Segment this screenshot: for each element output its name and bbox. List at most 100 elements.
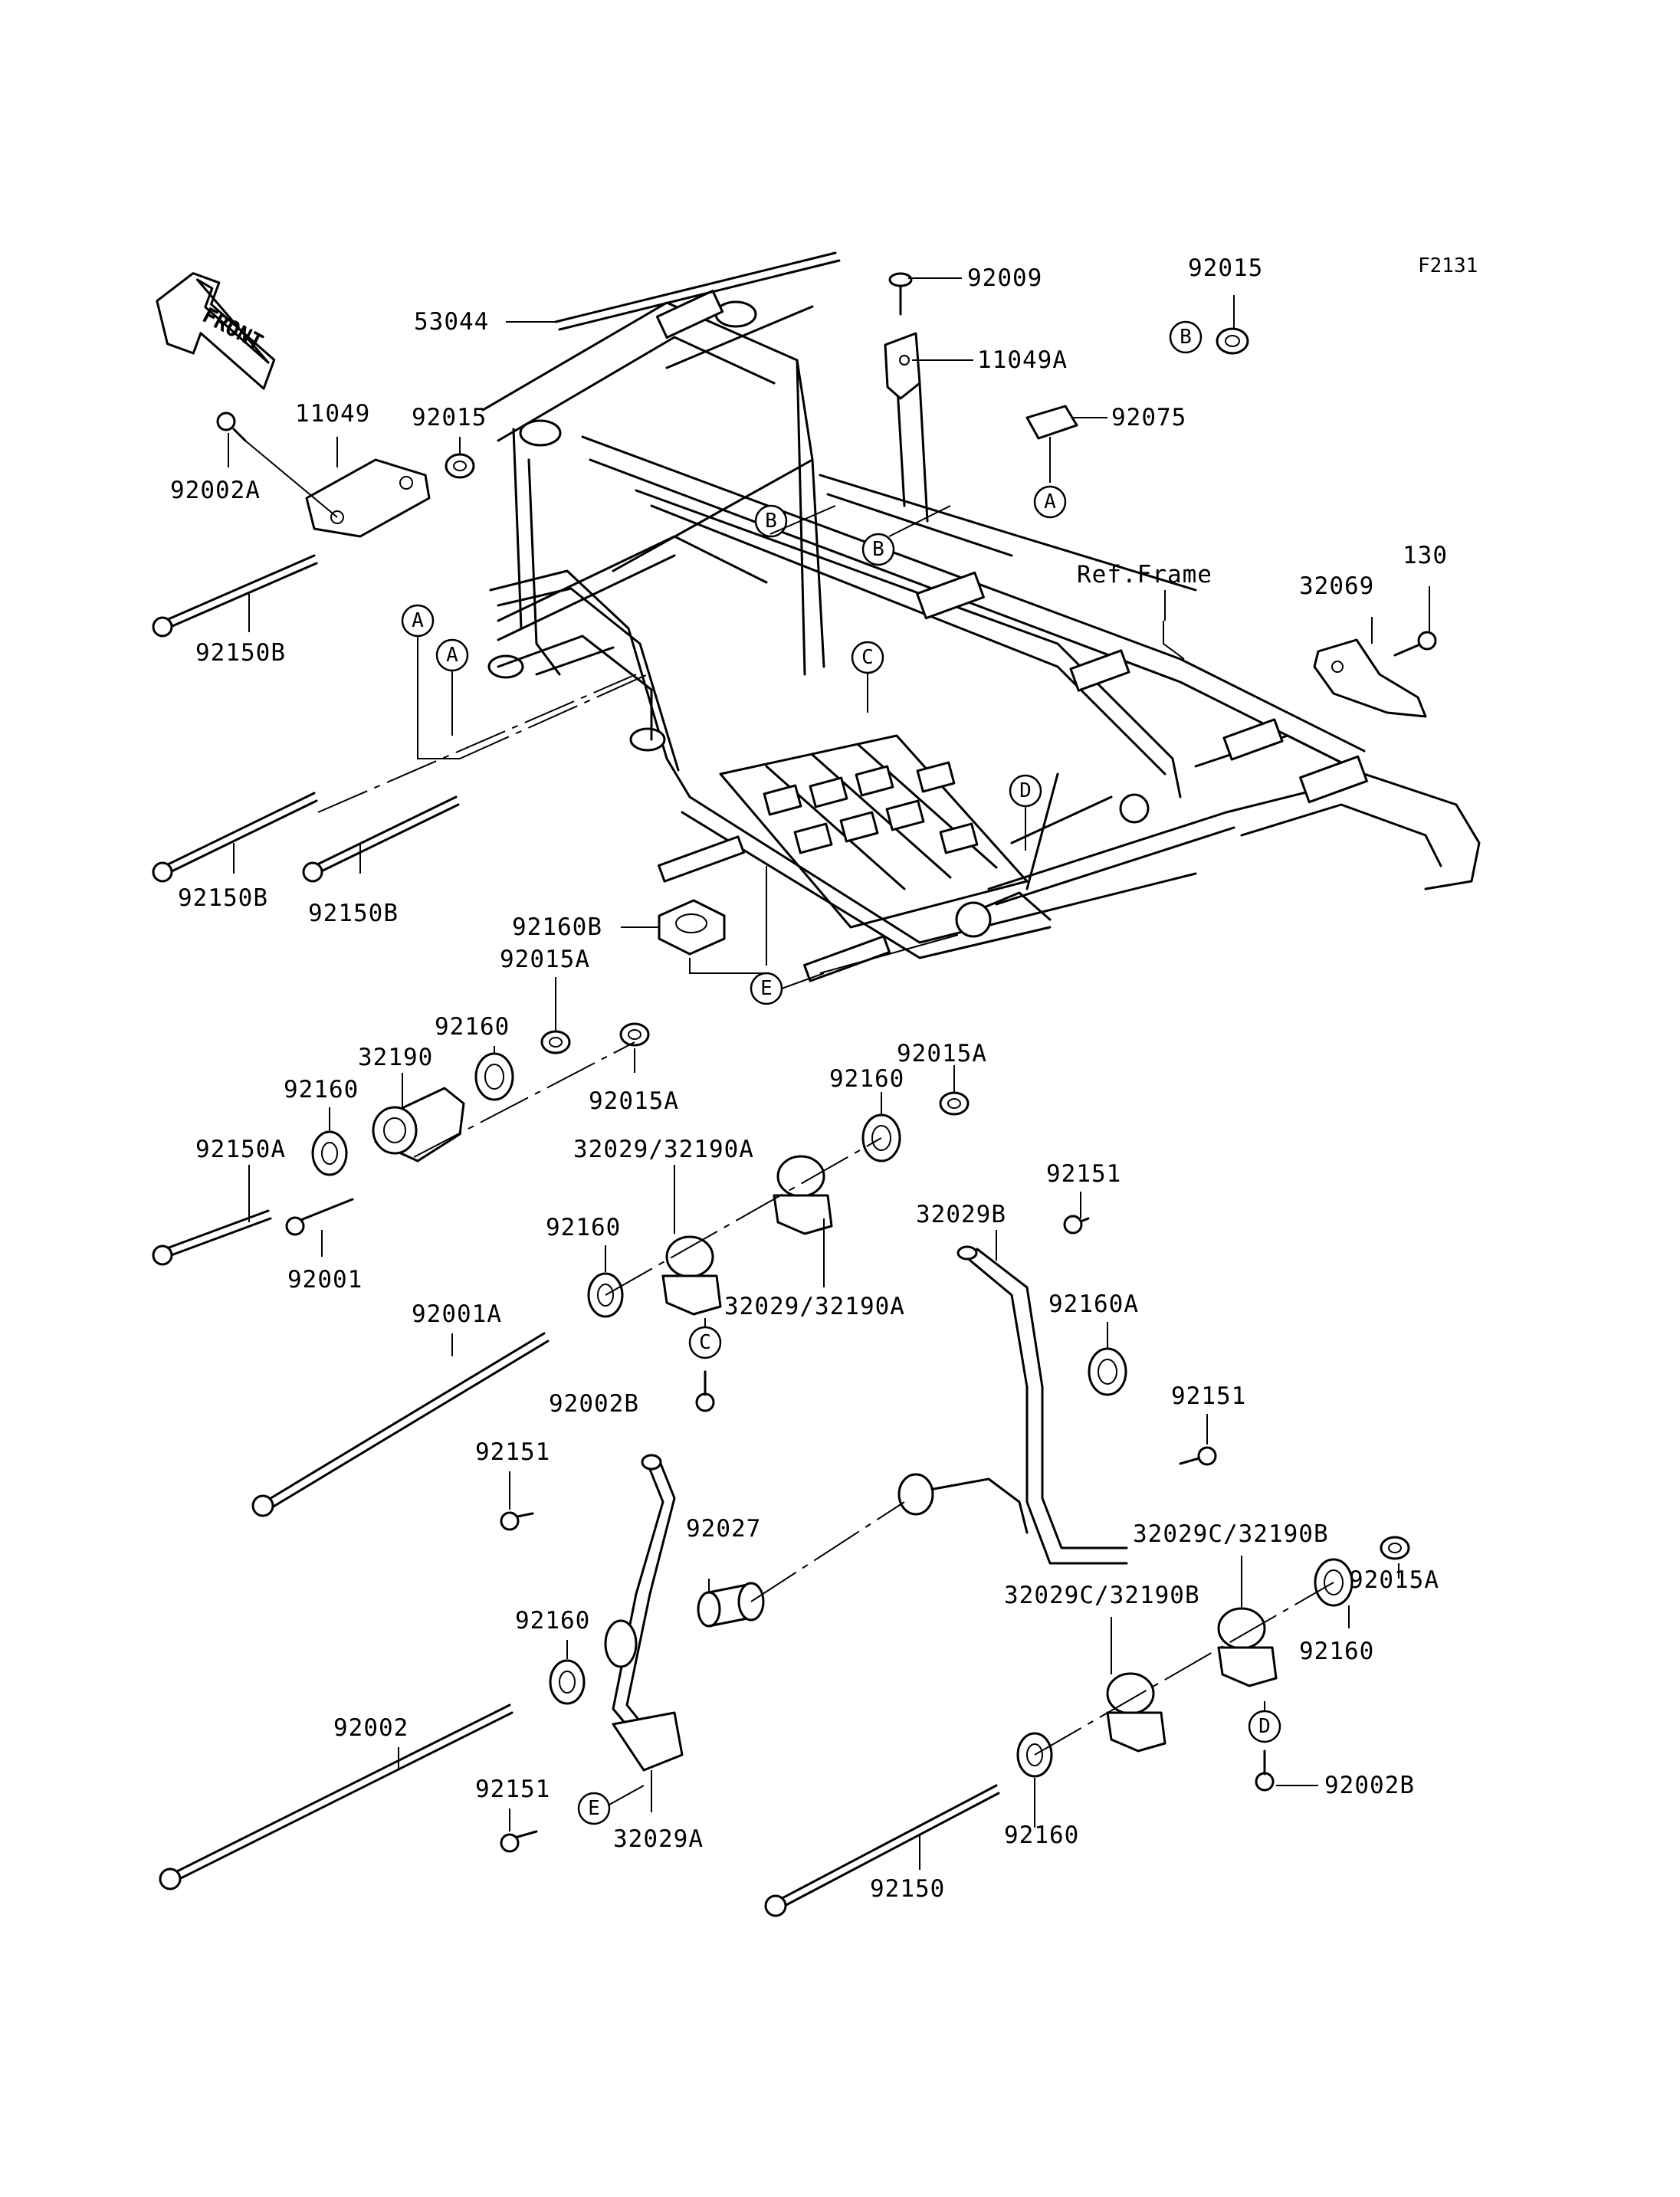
label-92015A: 92015A — [589, 1087, 679, 1115]
svg-text:E: E — [760, 977, 773, 1000]
bracket-32029A — [604, 1454, 684, 1772]
bushing-92160-1 — [474, 1052, 514, 1101]
svg-text:A: A — [412, 609, 424, 632]
bolt-92150B-3 — [302, 795, 460, 883]
nut-92015A-4 — [1380, 1536, 1410, 1560]
mount-32029C-32190B-2 — [1106, 1672, 1166, 1753]
bolt-92002 — [159, 1703, 514, 1890]
label-92001A: 92001A — [412, 1300, 502, 1328]
label-92009: 92009 — [967, 264, 1042, 292]
label-32029-32190A: 32029/32190A — [724, 1293, 905, 1320]
ref-mark-D-2: D — [1248, 1710, 1281, 1743]
svg-text:E: E — [588, 1797, 600, 1820]
ref-mark-B-1: B — [1169, 320, 1203, 354]
bolt-92001 — [285, 1198, 354, 1236]
nut-92015-left — [445, 453, 475, 479]
label-92160B: 92160B — [512, 913, 602, 941]
bracket-32029B — [897, 1245, 1128, 1565]
svg-text:A: A — [446, 644, 458, 667]
label-92015A: 92015A — [1349, 1566, 1439, 1594]
label-92015: 92015 — [412, 404, 487, 431]
bushing-92160-5 — [549, 1659, 586, 1705]
label-92015: 92015 — [1188, 254, 1263, 282]
label-32029C-32190B: 32029C/32190B — [1133, 1520, 1329, 1548]
bracket-11049A — [884, 332, 921, 400]
nut-92015A-3 — [939, 1091, 970, 1116]
bolt-92150 — [764, 1784, 1000, 1917]
svg-text:D: D — [1019, 779, 1032, 802]
label-53044: 53044 — [414, 308, 489, 336]
svg-text:B: B — [872, 538, 884, 561]
ref-mark-D-1: D — [1009, 774, 1042, 808]
label-11049: 11049 — [295, 400, 370, 428]
diagram-code: F2131 — [1418, 254, 1478, 277]
mount-32190 — [372, 1087, 465, 1162]
bracket-32069 — [1313, 638, 1427, 718]
bolt-92009 — [888, 272, 913, 316]
pad-92160B — [658, 899, 726, 956]
label-92151: 92151 — [1171, 1382, 1246, 1410]
label-92151: 92151 — [475, 1438, 550, 1466]
nut-92015-top — [1216, 327, 1249, 355]
label-32069: 32069 — [1299, 572, 1374, 600]
label-92150B: 92150B — [308, 900, 399, 927]
ref-mark-E-1: E — [750, 972, 783, 1005]
ref-frame-label: Ref.Frame — [1077, 561, 1212, 589]
leader-lines — [228, 277, 1430, 1870]
bolt-92151-1 — [1063, 1215, 1090, 1235]
bolt-92151-2 — [1179, 1446, 1217, 1466]
ref-mark-A-1: A — [1033, 485, 1067, 519]
bolt-92150B-2 — [152, 792, 318, 883]
nut-92015A-1 — [540, 1030, 571, 1054]
svg-text:B: B — [765, 510, 777, 533]
bolt-130 — [1393, 631, 1437, 657]
label-130: 130 — [1403, 542, 1448, 569]
mount-32029-32190A-2 — [661, 1235, 722, 1316]
label-92160: 92160 — [1004, 1822, 1079, 1849]
bolt-92001A — [251, 1332, 550, 1517]
ref-mark-E-2: E — [577, 1792, 611, 1825]
label-92015A: 92015A — [897, 1040, 987, 1067]
bracket-11049 — [305, 458, 431, 538]
label-92160: 92160 — [515, 1607, 590, 1635]
label-32190: 32190 — [358, 1044, 433, 1071]
label-92002A: 92002A — [170, 477, 261, 504]
bolt-92150A — [152, 1209, 272, 1266]
label-92015A: 92015A — [500, 946, 590, 973]
label-32029-32190A: 32029/32190A — [573, 1136, 754, 1163]
ref-mark-A-3: A — [435, 638, 469, 672]
label-92150A: 92150A — [195, 1136, 286, 1163]
bolt-92002A — [216, 412, 247, 442]
label-92150B: 92150B — [195, 639, 286, 667]
bolt-92150B-1 — [152, 554, 318, 638]
ref-mark-C-2: C — [688, 1326, 722, 1359]
label-92002: 92002 — [333, 1714, 409, 1742]
label-92151: 92151 — [1046, 1160, 1121, 1188]
label-92160: 92160 — [435, 1013, 510, 1041]
label-92150B: 92150B — [178, 884, 268, 912]
label-92150: 92150 — [870, 1875, 945, 1903]
ref-mark-B-3: B — [861, 533, 895, 566]
main-frame — [481, 290, 1481, 982]
part-53044-rod — [554, 251, 841, 331]
label-92160A: 92160A — [1048, 1290, 1139, 1318]
bolt-92002B-2 — [1255, 1749, 1275, 1792]
label-92160: 92160 — [1299, 1638, 1374, 1665]
svg-text:B: B — [1180, 326, 1192, 349]
bushing-92160A — [1088, 1347, 1127, 1396]
svg-text:C: C — [861, 646, 874, 669]
pad-92075 — [1025, 405, 1078, 440]
bolt-92151-3 — [500, 1511, 534, 1531]
bolt-92151-4 — [500, 1830, 538, 1853]
label-92002B: 92002B — [549, 1390, 639, 1418]
nut-92015A-2 — [619, 1022, 650, 1047]
label-92160: 92160 — [546, 1214, 621, 1241]
front-direction-arrow: FRONT — [156, 272, 276, 390]
label-92160: 92160 — [829, 1065, 904, 1093]
ref-mark-B-2: B — [754, 504, 788, 538]
label-92151: 92151 — [475, 1776, 550, 1803]
label-32029B: 32029B — [916, 1201, 1006, 1228]
bushing-92160-2 — [311, 1130, 348, 1176]
spacer-92027 — [697, 1582, 765, 1628]
